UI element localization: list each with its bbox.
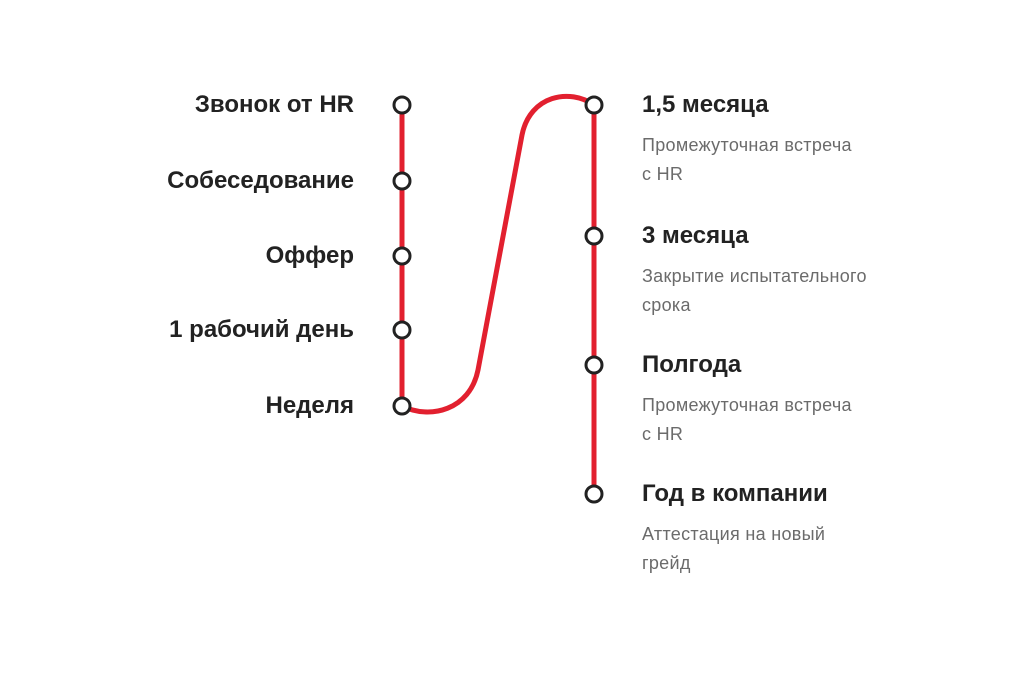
right-station-title: Год в компании (642, 480, 828, 507)
station-dot-right-2 (584, 226, 604, 246)
station-dot-left-1 (392, 95, 412, 115)
station-dot-left-3 (392, 246, 412, 266)
right-station-subtitle: Промежуточная встреча с HR (642, 135, 852, 184)
station-dot-left-4 (392, 320, 412, 340)
station-dot-left-5 (392, 396, 412, 416)
left-station-title-1: Звонок от HR (194, 91, 354, 118)
right-station-subtitle: Промежуточная встреча с HR (642, 395, 852, 444)
right-station-3: Полгода Промежуточная встреча с HR (642, 351, 942, 449)
left-station-title-4: 1 рабочий день (169, 316, 354, 343)
station-dot-right-3 (584, 355, 604, 375)
station-dot-right-1 (584, 95, 604, 115)
right-station-subtitle: Закрытие испытательного срока (642, 266, 867, 315)
station-dot-left-2 (392, 171, 412, 191)
right-station-title: 3 месяца (642, 222, 749, 249)
right-station-4: Год в компании Аттестация на новый грейд (642, 480, 942, 578)
left-station-title-3: Оффер (265, 242, 354, 269)
station-dot-right-4 (584, 484, 604, 504)
right-station-subtitle: Аттестация на новый грейд (642, 524, 826, 573)
right-station-2: 3 месяца Закрытие испытательного срока (642, 222, 942, 320)
right-station-title: 1,5 месяца (642, 91, 769, 118)
right-station-title: Полгода (642, 351, 742, 378)
right-station-1: 1,5 месяца Промежуточная встреча с HR (642, 91, 942, 189)
left-station-title-2: Собеседование (167, 167, 354, 194)
timeline-route-line (399, 93, 597, 497)
left-station-title-5: Неделя (265, 392, 354, 419)
